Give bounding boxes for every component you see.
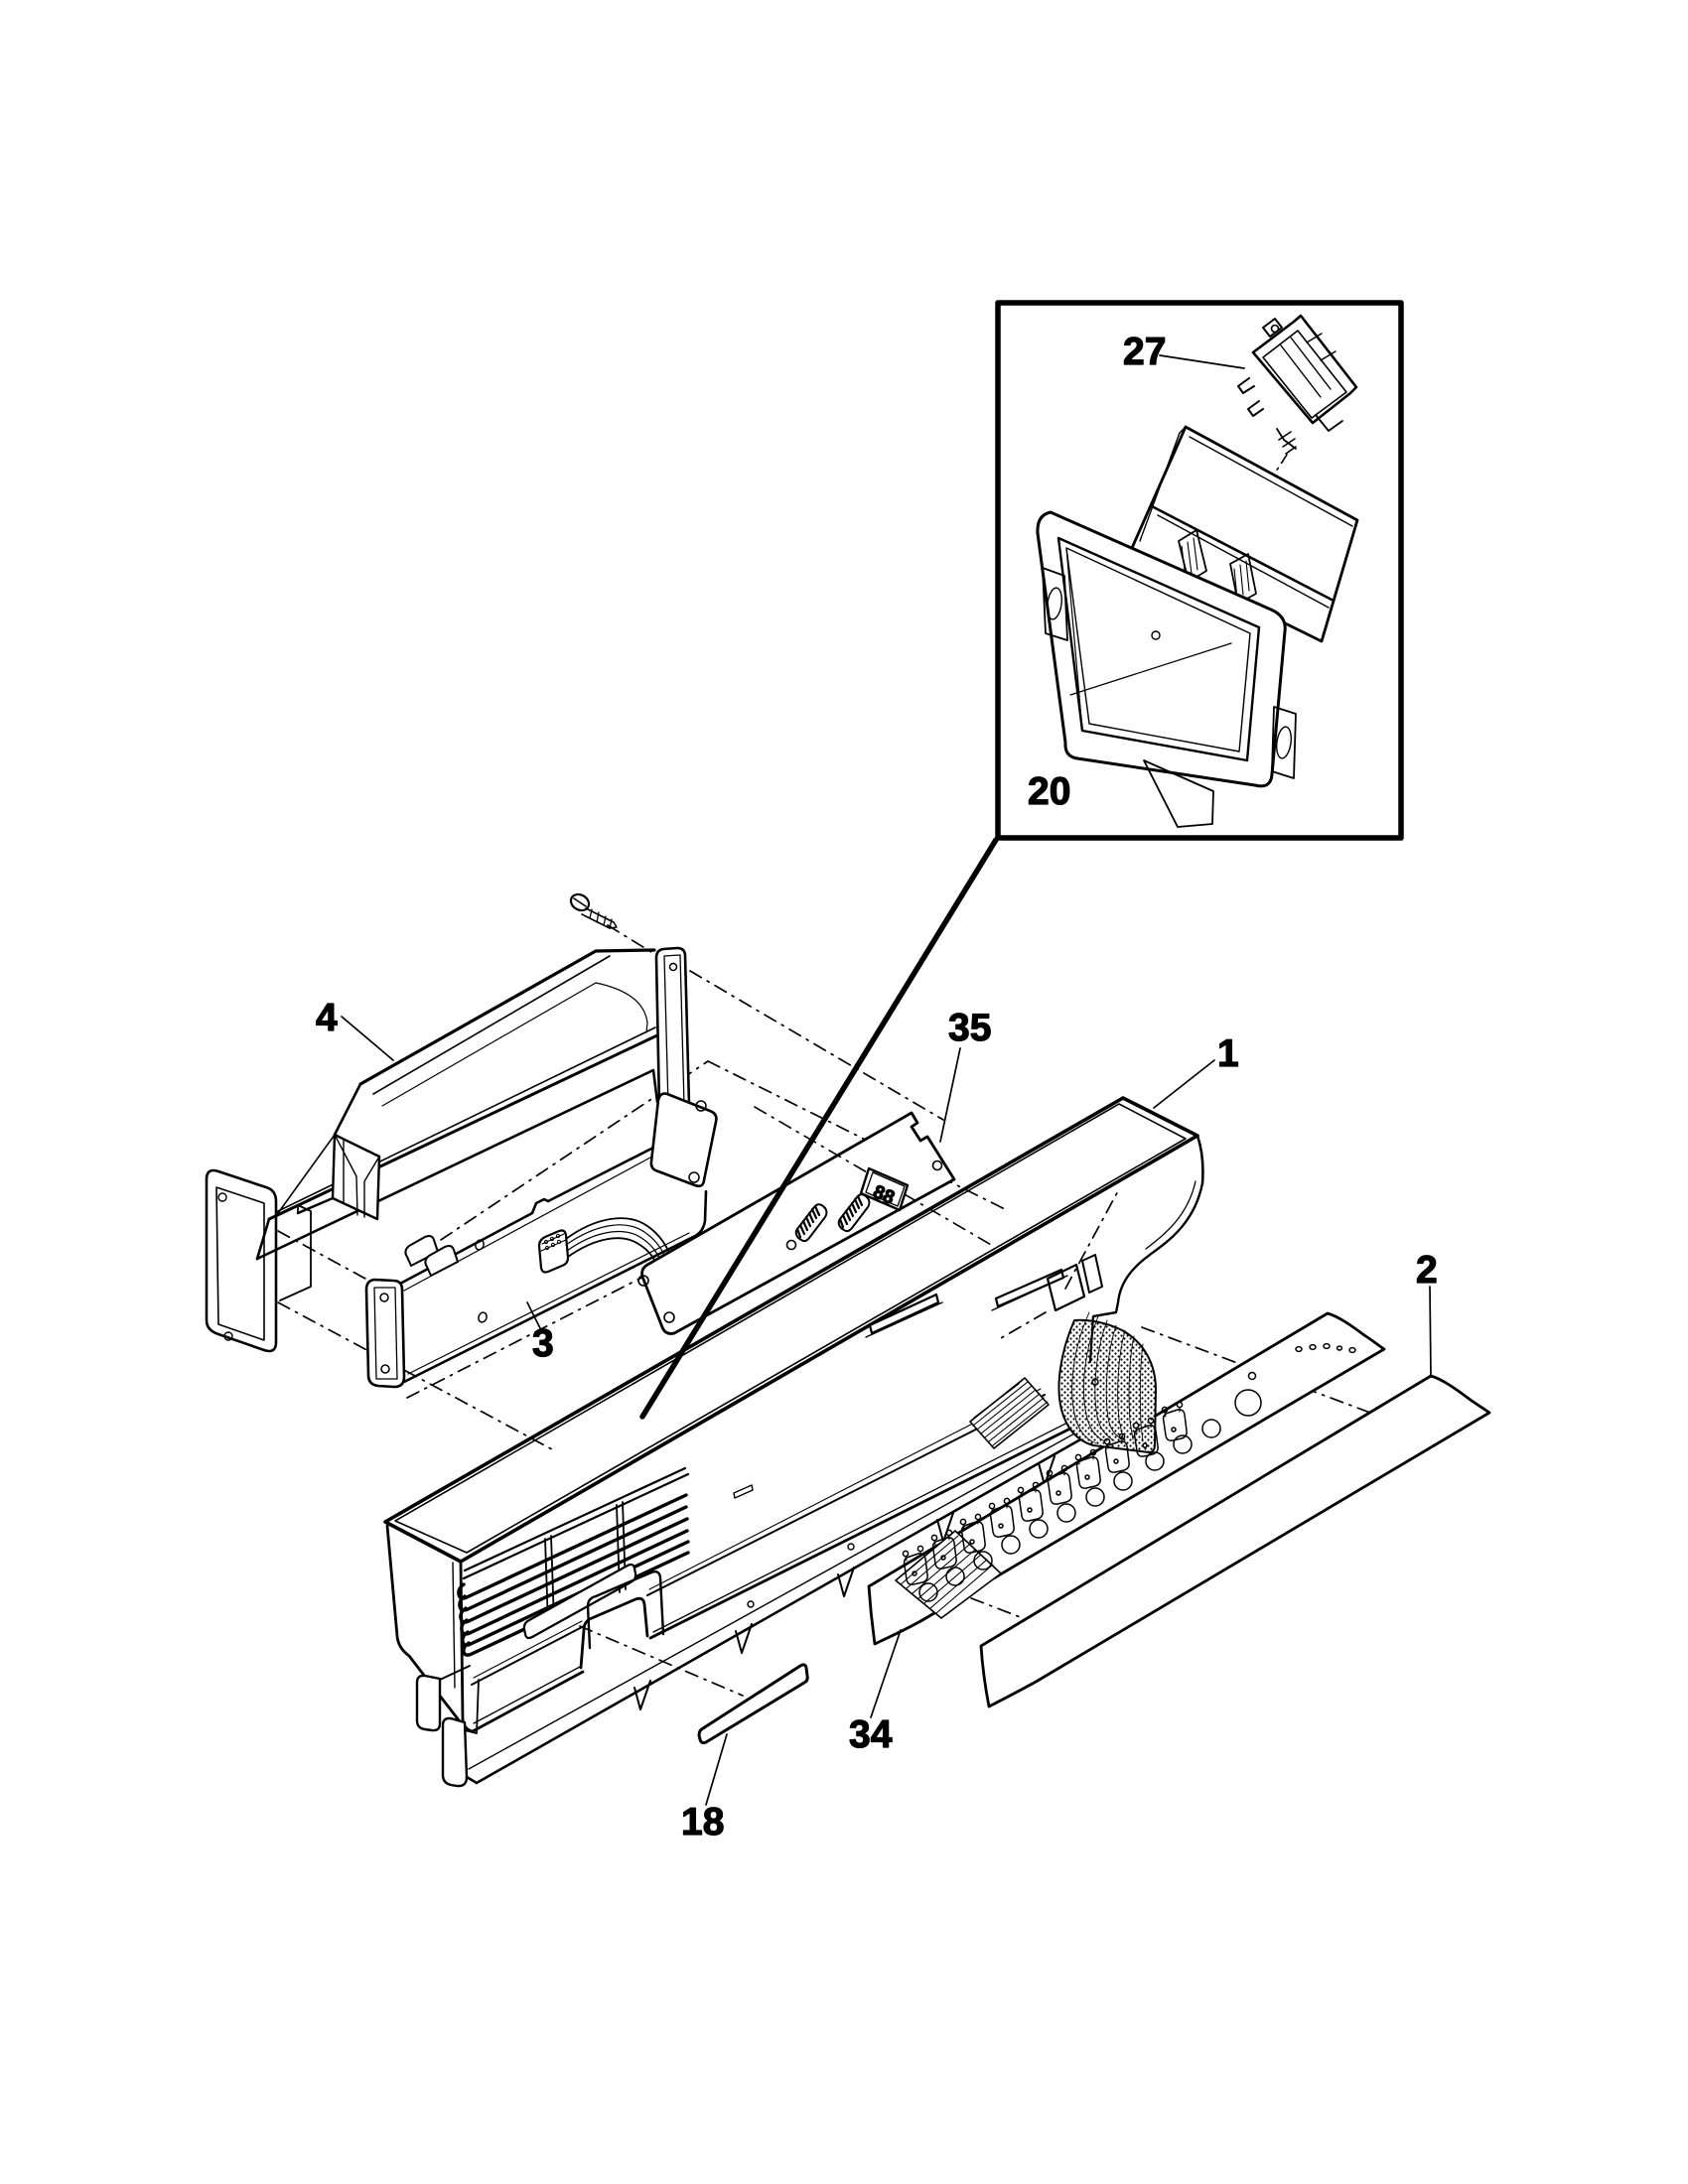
svg-text:34: 34 (849, 1713, 893, 1756)
svg-text:35: 35 (948, 1007, 991, 1049)
svg-text:18: 18 (681, 1801, 724, 1843)
svg-text:4: 4 (316, 997, 338, 1039)
svg-text:20: 20 (1028, 770, 1070, 813)
svg-text:3: 3 (532, 1322, 554, 1365)
svg-text:1: 1 (1217, 1032, 1239, 1075)
svg-text:2: 2 (1416, 1249, 1438, 1292)
svg-text:27: 27 (1123, 331, 1166, 373)
